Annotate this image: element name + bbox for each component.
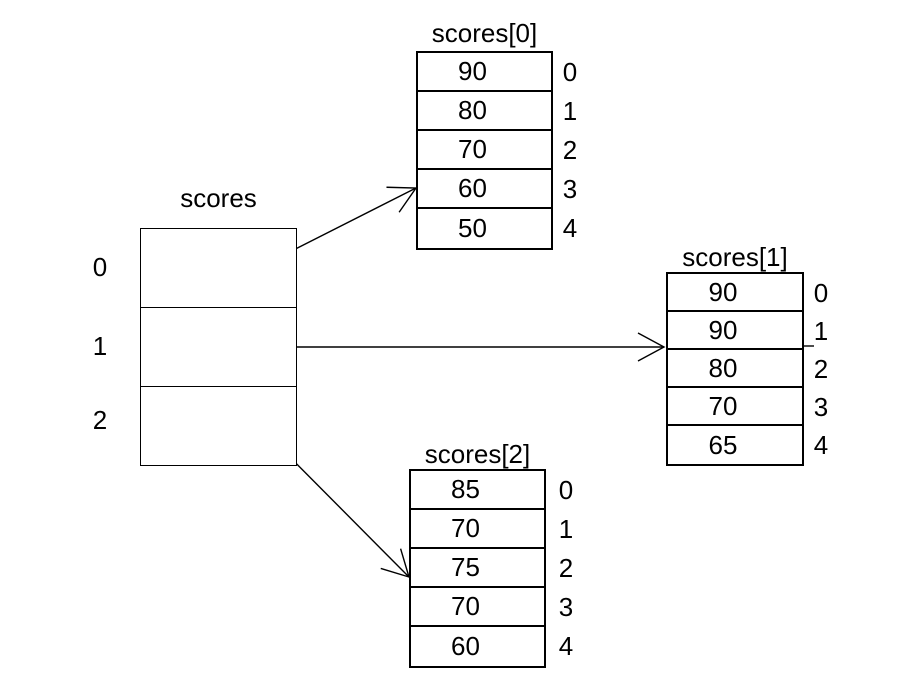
row-index-label: 3 — [562, 174, 578, 204]
array-cell: 70 — [411, 510, 544, 549]
array-cell: 80 — [668, 350, 802, 388]
row-index-label: 3 — [558, 592, 574, 622]
outer-index-label: 0 — [92, 252, 108, 282]
inner-array-1-table: 90 90 80 70 65 — [666, 272, 804, 466]
row-index-label: 3 — [813, 391, 829, 422]
row-index-label: 2 — [562, 135, 578, 165]
array-cell: 85 — [411, 471, 544, 510]
row-index-label: 2 — [558, 553, 574, 583]
inner-array-0-title: scores[0] — [431, 18, 538, 48]
array-cell: 70 — [411, 588, 544, 627]
array-cell: 50 — [458, 213, 487, 243]
row-index-label: 2 — [813, 353, 829, 384]
inner-array-1-index-column: 0 1 2 3 4 — [803, 274, 839, 464]
row-index-label: 4 — [558, 631, 574, 661]
inner-array-0-index-column: 0 1 2 3 4 — [552, 53, 588, 248]
outer-array-title: scores — [180, 183, 257, 213]
array-cell: 60 — [451, 631, 480, 661]
outer-array-box — [140, 228, 297, 466]
row-index-label: 0 — [558, 475, 574, 505]
row-index-label: 1 — [813, 315, 829, 346]
row-index-label: 0 — [562, 57, 578, 87]
array-cell: 90 — [668, 312, 802, 350]
row-index-label: 0 — [813, 277, 829, 308]
array-cell: 65 — [708, 429, 738, 460]
inner-array-0-table: 90 80 70 60 50 — [416, 51, 553, 250]
outer-array-cell-0 — [141, 229, 296, 308]
array-cell: 75 — [411, 549, 544, 588]
inner-array-2-title: scores[2] — [424, 439, 531, 469]
array-cell: 90 — [418, 53, 551, 92]
inner-array-2-table: 85 70 75 70 60 — [409, 469, 546, 668]
row-index-label: 1 — [558, 514, 574, 544]
array-cell: 70 — [418, 131, 551, 170]
row-index-label: 1 — [562, 96, 578, 126]
outer-index-label: 2 — [92, 405, 108, 435]
outer-array-cell-2 — [141, 387, 296, 465]
outer-array-cell-1 — [141, 308, 296, 387]
row-index-label: 4 — [813, 429, 829, 460]
outer-index-label: 1 — [92, 331, 108, 361]
array-cell: 80 — [418, 92, 551, 131]
row-index-label: 4 — [562, 213, 578, 243]
array-cell: 90 — [668, 274, 802, 312]
inner-array-1-title: scores[1] — [682, 242, 788, 272]
inner-array-2-index-column: 0 1 2 3 4 — [548, 471, 584, 666]
array-cell: 70 — [668, 388, 802, 426]
array-cell: 60 — [418, 170, 551, 209]
